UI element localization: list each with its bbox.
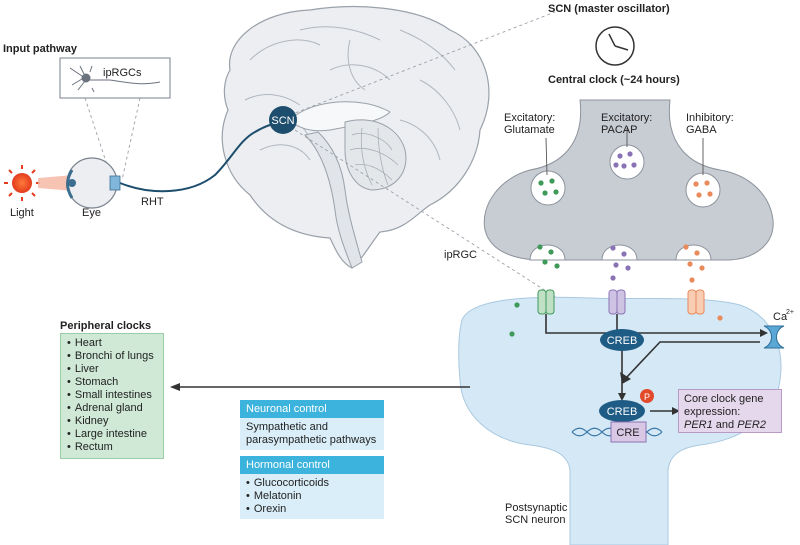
hormonal-item: Melatonin	[246, 490, 378, 503]
peripheral-item: Small intestines	[67, 389, 157, 402]
neuron-icon	[69, 65, 161, 93]
rht-label: RHT	[141, 196, 164, 208]
scn-node: SCN	[269, 106, 297, 134]
brain-illustration	[221, 6, 490, 269]
creb-label: CREB	[607, 335, 638, 347]
hormonal-item: Glucocorticoids	[246, 477, 378, 490]
pacap-label-1: Excitatory:	[601, 112, 652, 124]
peripheral-item: Adrenal gland	[67, 402, 157, 415]
peripheral-item: Rectum	[67, 441, 157, 454]
eye-icon	[66, 157, 121, 209]
peripheral-item: Heart	[67, 337, 157, 350]
label-pointers	[545, 128, 704, 176]
core-expr-line-1: Core clock gene	[684, 393, 764, 405]
vesicle-gaba	[685, 172, 721, 208]
released-pacap	[610, 245, 631, 281]
phosphate-icon: P	[640, 389, 654, 403]
cre-element: CRE	[610, 421, 647, 443]
core-expr-line-3: PER1 and PER2	[684, 419, 776, 432]
released-gaba	[683, 244, 723, 321]
vesicle-glutamate	[530, 170, 566, 206]
iprgcs-label: ipRGCs	[103, 67, 142, 79]
central-clock-label: Central clock (~24 hours)	[548, 74, 680, 86]
gene-and: and	[712, 419, 738, 431]
phosphate-label: P	[644, 392, 650, 402]
output-arrow	[170, 383, 470, 391]
neuronal-control-line-1: Sympathetic and	[246, 421, 328, 433]
gaba-label-1: Inhibitory:	[686, 112, 734, 124]
ca-label: Ca	[773, 311, 788, 323]
peripheral-item: Kidney	[67, 415, 157, 428]
input-pathway-title: Input pathway	[3, 43, 78, 55]
glutamate-label-2: Glutamate	[504, 124, 555, 136]
neuronal-control-header: Neuronal control	[240, 400, 384, 418]
creb-phosphorylated: CREB	[599, 400, 645, 422]
pacap-label-2: PACAP	[601, 124, 637, 136]
peripheral-item: Large intestine	[67, 428, 157, 441]
gene-per2: PER2	[737, 419, 766, 431]
creb-p-label: CREB	[607, 406, 638, 418]
calcium-channel-icon	[763, 325, 785, 349]
released-glutamate	[509, 244, 560, 337]
iprgc-label: ipRGC	[444, 249, 477, 261]
dashed-connector-lines	[84, 11, 561, 301]
ca-superscript: 2+	[786, 309, 794, 316]
core-expr-line-2: expression:	[684, 406, 741, 418]
core-clock-expression-box: Core clock gene expression: PER1 and PER…	[678, 389, 782, 433]
gene-per1: PER1	[684, 419, 713, 431]
eye-label: Eye	[82, 207, 101, 219]
receptor-glutamate	[537, 289, 555, 315]
iprgc-inset-box	[59, 57, 171, 99]
peripheral-item: Stomach	[67, 376, 157, 389]
receptor-gaba	[687, 289, 705, 315]
hormonal-control-body: Glucocorticoids Melatonin Orexin	[240, 474, 384, 519]
neuronal-control-body: Sympathetic and parasympathetic pathways	[240, 418, 384, 450]
light-label: Light	[10, 207, 34, 219]
scn-label: SCN	[271, 115, 294, 127]
glutamate-label-1: Excitatory:	[504, 112, 555, 124]
peripheral-title: Peripheral clocks	[60, 320, 151, 332]
scn-master-title: SCN (master oscillator)	[548, 3, 670, 15]
hormonal-item: Orexin	[246, 503, 378, 516]
gaba-label-2: GABA	[686, 124, 717, 136]
arrowheads	[618, 329, 768, 415]
neuronal-control-line-2: parasympathetic pathways	[246, 434, 377, 446]
peripheral-item: Liver	[67, 363, 157, 376]
receptor-pacap	[608, 289, 626, 315]
cre-label: CRE	[616, 427, 639, 439]
peripheral-item: Bronchi of lungs	[67, 350, 157, 363]
peripheral-clocks-box: Heart Bronchi of lungs Liver Stomach Sma…	[60, 333, 164, 459]
vesicle-pacap	[609, 144, 645, 180]
presynaptic-terminal	[483, 99, 774, 261]
postsynaptic-label-1: Postsynaptic	[505, 502, 568, 514]
postsynaptic-label-2: SCN neuron	[505, 514, 566, 526]
creb-molecule: CREB	[600, 329, 644, 351]
clock-icon	[595, 26, 635, 66]
sun-icon	[4, 165, 40, 201]
rht-tract	[119, 121, 283, 193]
hormonal-control-header: Hormonal control	[240, 456, 384, 474]
